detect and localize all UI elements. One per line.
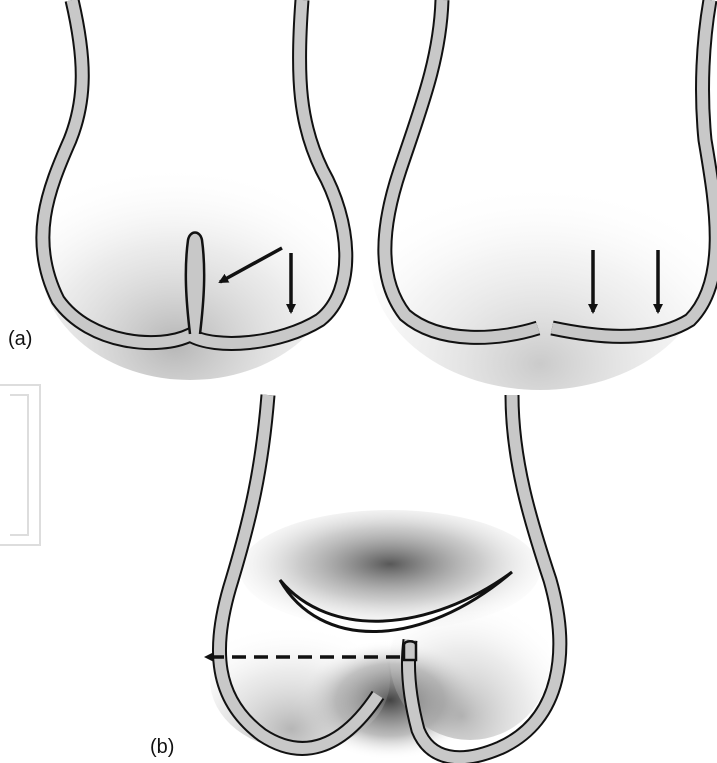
panel-a-septum — [186, 233, 204, 335]
panel-b-septum-tip — [404, 641, 416, 660]
panel-a-label: (a) — [8, 328, 32, 351]
panel-b-diagram — [206, 395, 560, 760]
panel-a-right-diagram — [370, 0, 716, 390]
panel-b-label: (b) — [150, 736, 174, 759]
left-edge-bracket — [0, 385, 40, 545]
panel-a-left-diagram — [40, 0, 346, 380]
